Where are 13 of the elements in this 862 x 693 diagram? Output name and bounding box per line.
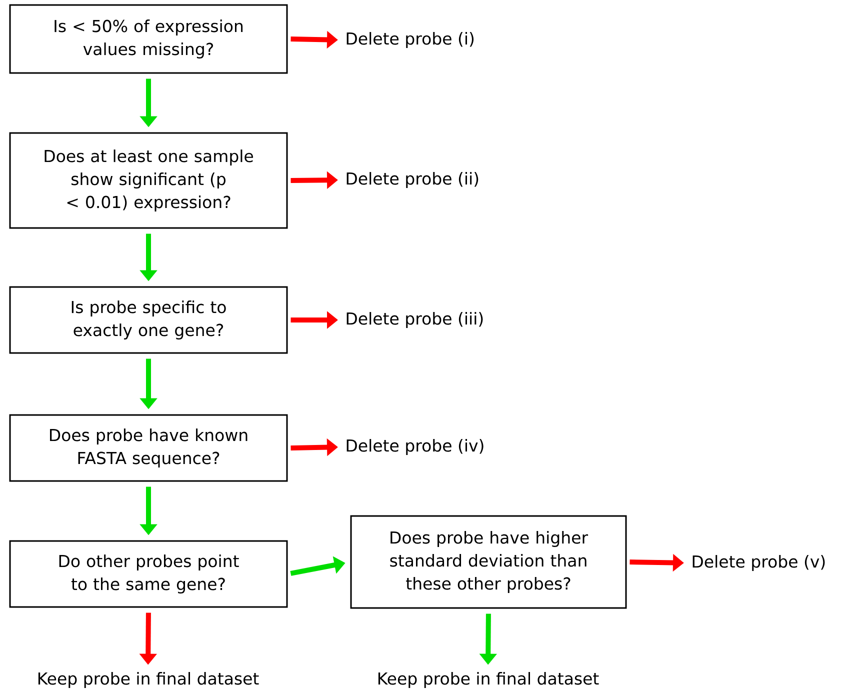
- outcome-text: Delete probe (iii): [346, 312, 483, 328]
- decision-box: Is probe specific to exactly one gene?: [9, 286, 288, 354]
- decision-box: Does probe have higher standard deviation than these other probes?: [350, 515, 627, 609]
- decision-box: Do other probes point to the same gene?: [9, 540, 288, 608]
- decision-box: Is < 50% of expression values missing?: [9, 4, 288, 74]
- outcome-text: Keep probe in final dataset: [38, 672, 259, 688]
- outcome-text: Delete probe (iv): [346, 439, 484, 455]
- outcome-text: Keep probe in final dataset: [378, 672, 599, 688]
- outcome-text: Delete probe (ii): [346, 172, 478, 188]
- outcome-text: Delete probe (i): [346, 32, 474, 48]
- outcome-text: Delete probe (v): [692, 555, 825, 571]
- decision-box: Does at least one sample show significant (p < 0.01) expression?: [9, 132, 288, 229]
- decision-box: Does probe have known FASTA sequence?: [9, 414, 288, 482]
